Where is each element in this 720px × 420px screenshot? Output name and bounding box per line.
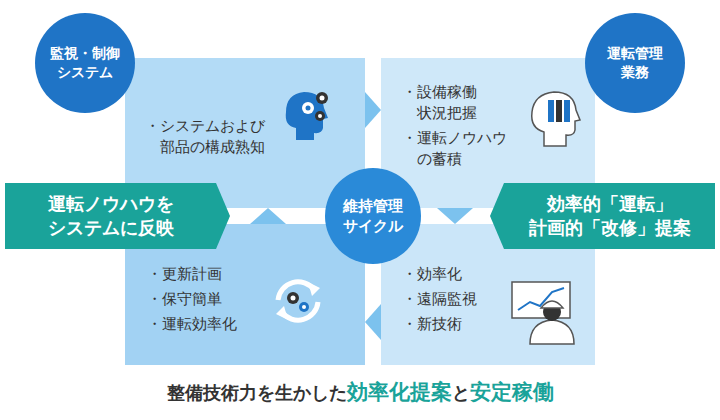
bullet-list: ・設備稼働 状況把握・運転ノウハウ の蓄積 (402, 82, 527, 174)
bullet-item: ・運転ノウハウ の蓄積 (402, 128, 527, 170)
caption-text: 効率化提案 (347, 378, 452, 406)
head-books-icon (532, 92, 580, 146)
cycle-arrow (437, 208, 473, 224)
bullet-item: ・保守簡単 (147, 289, 267, 310)
bullet-item: ・遠隔監視 (402, 289, 512, 310)
caption-text: 整備技術力を生かした (167, 381, 347, 405)
center-circle: 維持管理 サイクル (325, 168, 421, 264)
bullet-item: ・新技術 (402, 314, 512, 335)
head-gears-icon (286, 92, 328, 140)
circle-label: 運転管理 業務 (593, 44, 677, 82)
caption-line: 整備技術力を生かした効率化提案と安定稼働 (0, 378, 720, 406)
arrow-banner: 運転ノウハウを システムに反映 (5, 183, 230, 249)
bullet-item: ・設備稼働 状況把握 (402, 82, 527, 124)
bullet-item: ・システムおよび 部品の構成熟知 (145, 116, 285, 158)
worker-chart-icon (512, 282, 574, 344)
caption-text: と (452, 381, 470, 405)
banner-label: 効率的「運転」 計画的「改修」提案 (522, 192, 697, 241)
quadrant-panel: ・更新計画・保守簡単・運転効率化 (125, 224, 365, 365)
bullet-item: ・効率化 (402, 264, 512, 285)
arrow-banner: 効率的「運転」 計画的「改修」提案 (490, 183, 715, 249)
system-circle: 監視・制御 システム (35, 13, 135, 113)
bullet-item: ・更新計画 (147, 264, 267, 285)
cycle-arrow (250, 208, 286, 224)
caption-text: 安定稼働 (470, 378, 554, 406)
quadrant-panel: ・効率化・遠隔監視・新技術 (381, 224, 595, 365)
cycle-arrow (365, 92, 381, 128)
bullet-list: ・システムおよび 部品の構成熟知 (145, 116, 285, 162)
banner-label: 運転ノウハウを システムに反映 (23, 192, 198, 241)
task-circle: 運転管理 業務 (585, 13, 685, 113)
bullet-list: ・効率化・遠隔監視・新技術 (402, 264, 512, 339)
cycle-arrow (365, 304, 381, 340)
circle-label: 監視・制御 システム (43, 44, 127, 82)
circle-label: 維持管理 サイクル (333, 196, 413, 237)
bullet-list: ・更新計画・保守簡単・運転効率化 (147, 264, 267, 339)
cycle-gears-icon (276, 282, 320, 320)
bullet-item: ・運転効率化 (147, 314, 267, 335)
